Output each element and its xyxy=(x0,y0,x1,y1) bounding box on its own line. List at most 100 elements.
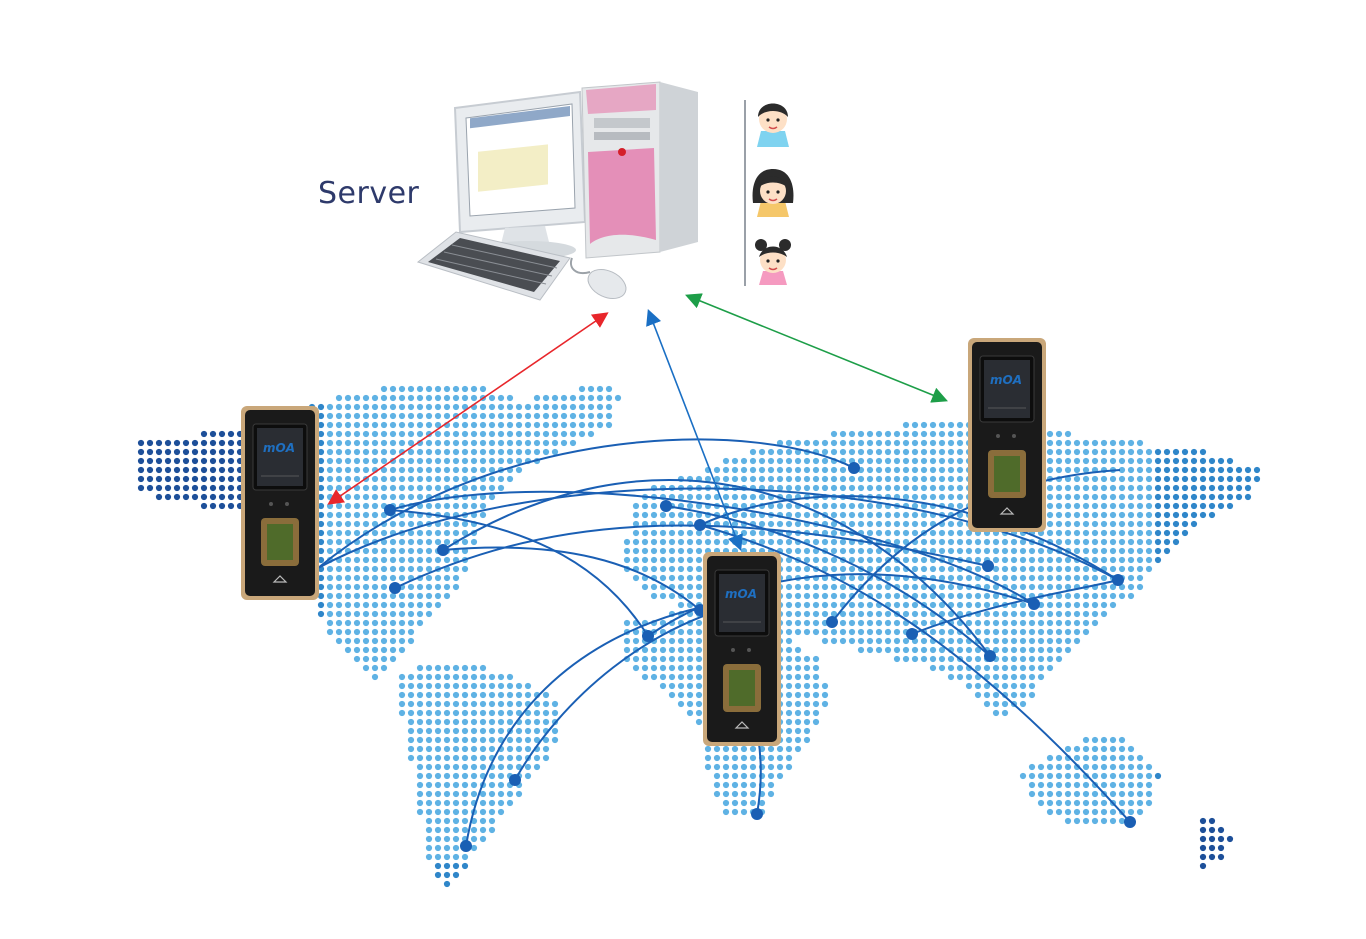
map-dot xyxy=(1091,493,1099,501)
map-dot xyxy=(767,475,775,483)
map-dot xyxy=(1190,466,1198,474)
fingerprint-terminal-icon: mOA xyxy=(703,552,781,746)
map-dot xyxy=(821,484,829,492)
map-dot xyxy=(1055,448,1063,456)
map-dot xyxy=(875,484,883,492)
map-dot xyxy=(1181,475,1189,483)
map-dot xyxy=(956,493,964,501)
map-dot xyxy=(1109,475,1117,483)
map-dot xyxy=(1100,529,1108,537)
map-dot xyxy=(1181,448,1189,456)
map-dot xyxy=(317,448,325,456)
map-dot xyxy=(929,475,937,483)
map-dot xyxy=(920,430,928,438)
map-dot xyxy=(335,529,343,537)
link-arrow-center xyxy=(646,309,743,551)
map-dot xyxy=(227,448,235,456)
map-dot xyxy=(1217,475,1225,483)
map-dot xyxy=(902,466,910,474)
map-dot xyxy=(1109,529,1117,537)
map-dot xyxy=(317,466,325,474)
fingerprint-terminal-icon: mOA xyxy=(241,406,319,600)
map-dot xyxy=(1055,520,1063,528)
map-dot xyxy=(785,511,793,519)
map-dot xyxy=(884,457,892,465)
map-dot xyxy=(137,448,145,456)
map-dot xyxy=(137,475,145,483)
map-dot xyxy=(857,457,865,465)
map-dot xyxy=(758,475,766,483)
map-dot xyxy=(893,484,901,492)
map-dot xyxy=(857,502,865,510)
map-dot xyxy=(920,448,928,456)
map-dot xyxy=(848,448,856,456)
map-dot xyxy=(938,493,946,501)
map-dot xyxy=(614,394,622,402)
map-dot xyxy=(956,475,964,483)
map-dot xyxy=(1172,475,1180,483)
map-dot xyxy=(632,529,640,537)
map-dot xyxy=(1208,511,1216,519)
map-dot xyxy=(956,529,964,537)
map-dot xyxy=(227,430,235,438)
map-dot xyxy=(1100,493,1108,501)
map-dot xyxy=(317,403,325,411)
map-dot xyxy=(1091,484,1099,492)
map-dot xyxy=(758,493,766,501)
map-dot xyxy=(155,466,163,474)
map-dot xyxy=(146,484,154,492)
map-dot xyxy=(794,466,802,474)
map-dot xyxy=(398,538,406,546)
map-dot xyxy=(1064,493,1072,501)
fingerprint-terminal-icon: mOA xyxy=(968,338,1046,532)
map-dot xyxy=(146,448,154,456)
map-dot xyxy=(209,457,217,465)
map-dot xyxy=(929,529,937,537)
map-dot xyxy=(866,484,874,492)
network-node xyxy=(984,650,996,662)
map-dot xyxy=(1172,484,1180,492)
map-dot xyxy=(1073,448,1081,456)
map-dot xyxy=(1217,502,1225,510)
map-dot xyxy=(884,520,892,528)
map-dot xyxy=(1199,493,1207,501)
map-dot xyxy=(776,502,784,510)
map-dot xyxy=(407,520,415,528)
map-dot xyxy=(776,457,784,465)
map-dot xyxy=(785,475,793,483)
map-dot xyxy=(1064,529,1072,537)
map-dot xyxy=(1163,529,1171,537)
network-link-arc xyxy=(911,579,1119,635)
map-dot xyxy=(1199,502,1207,510)
map-dot xyxy=(929,493,937,501)
map-dot xyxy=(938,466,946,474)
map-dot xyxy=(830,439,838,447)
map-dot xyxy=(1091,448,1099,456)
map-dot xyxy=(1154,520,1162,528)
map-dot xyxy=(866,430,874,438)
network-node xyxy=(826,616,838,628)
map-dot xyxy=(1217,484,1225,492)
map-dot xyxy=(857,484,865,492)
map-dot xyxy=(1244,475,1252,483)
map-dot xyxy=(893,448,901,456)
map-dot xyxy=(1181,466,1189,474)
map-dot xyxy=(947,493,955,501)
map-dot xyxy=(803,457,811,465)
network-node xyxy=(384,504,396,516)
map-dot xyxy=(794,475,802,483)
map-dot xyxy=(389,520,397,528)
map-dot xyxy=(1235,475,1243,483)
map-dot xyxy=(812,475,820,483)
map-dot xyxy=(902,493,910,501)
map-dot xyxy=(317,439,325,447)
map-dot xyxy=(326,538,334,546)
map-dot xyxy=(776,448,784,456)
map-dot xyxy=(1136,466,1144,474)
map-dot xyxy=(227,493,235,501)
map-dot xyxy=(218,466,226,474)
map-dot xyxy=(1127,448,1135,456)
map-dot xyxy=(1046,430,1054,438)
map-dot xyxy=(848,430,856,438)
map-dot xyxy=(866,439,874,447)
